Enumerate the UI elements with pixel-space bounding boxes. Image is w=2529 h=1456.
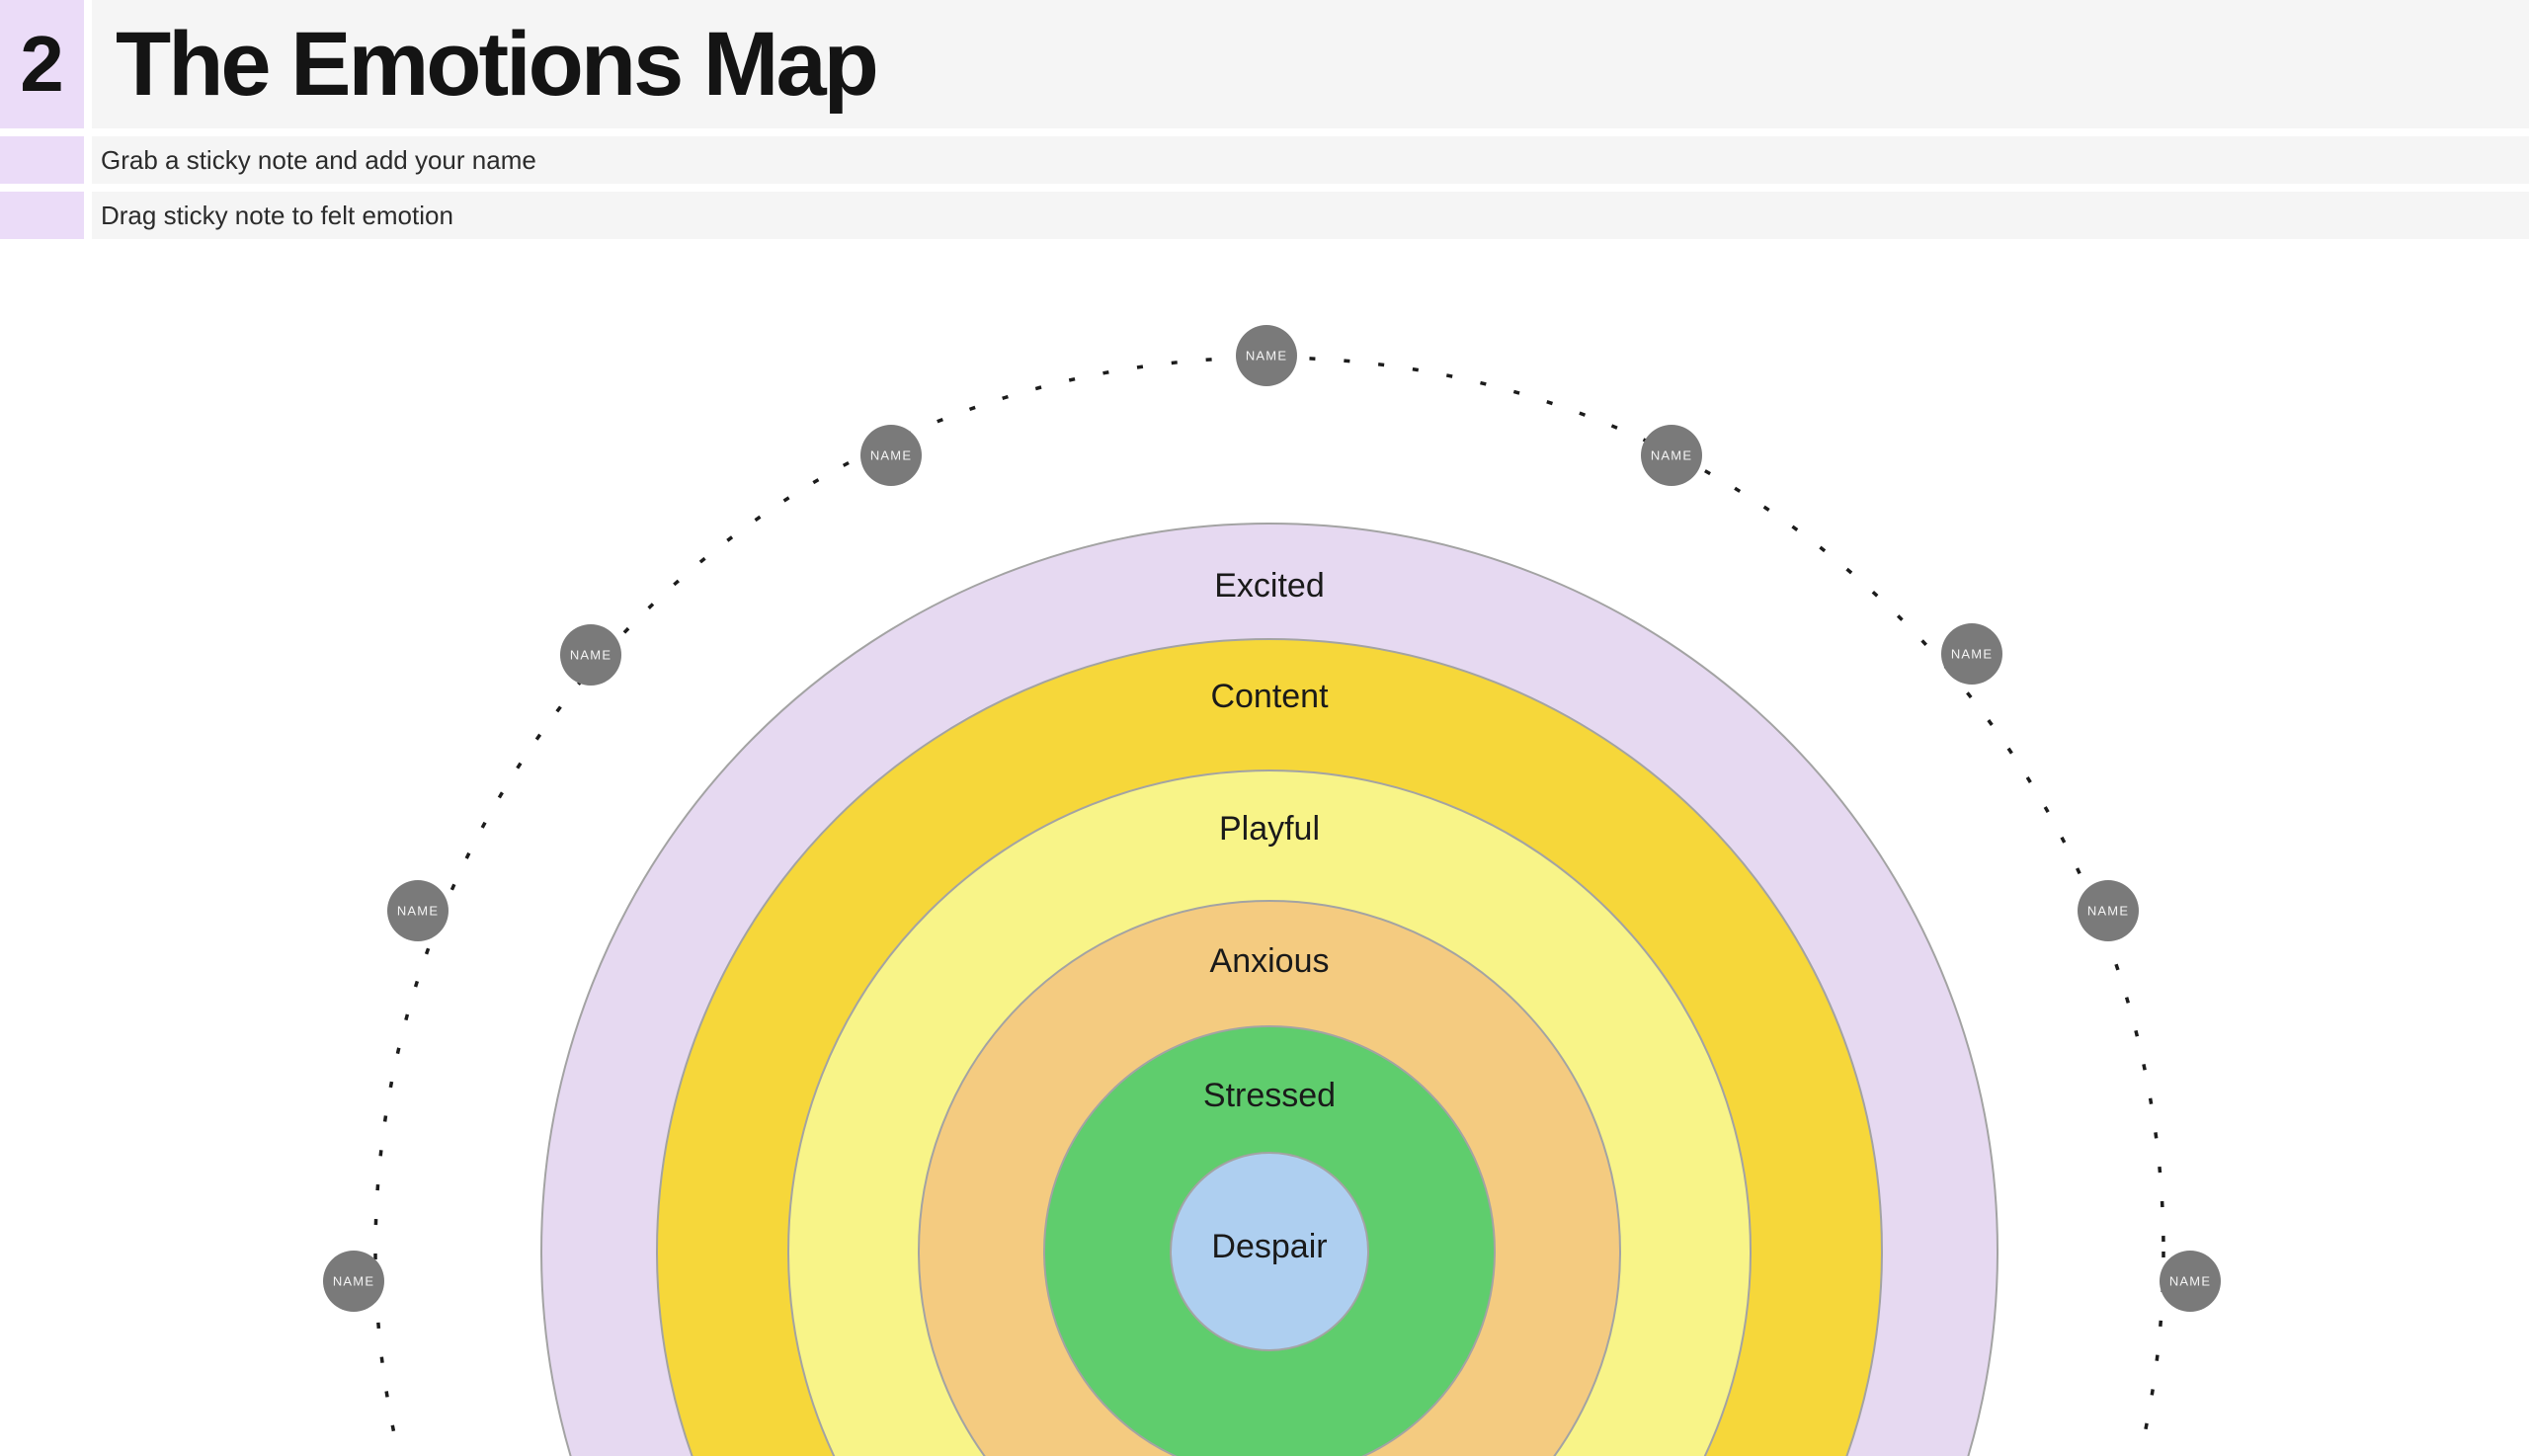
sticky-note-label: NAME [570,648,612,663]
sticky-note-label: NAME [1651,448,1692,463]
ring-label-despair: Despair [1211,1228,1327,1265]
ring-despair[interactable] [1170,1152,1369,1351]
ring-label-stressed: Stressed [1203,1077,1336,1114]
sticky-note[interactable]: NAME [323,1251,384,1312]
step-number-box: 2 [0,0,84,128]
ring-label-playful: Playful [1219,810,1320,848]
page-title: The Emotions Map [116,13,879,115]
sticky-note-label: NAME [870,448,912,463]
sticky-guide-dotted-circle [373,356,2165,1456]
instruction-chip-2 [0,192,84,239]
title-bar: The Emotions Map [92,0,2529,128]
sticky-note-label: NAME [333,1274,374,1289]
sticky-note-label: NAME [2169,1274,2211,1289]
instruction-row-1: Grab a sticky note and add your name [0,136,2529,184]
instruction-bar-1: Grab a sticky note and add your name [92,136,2529,184]
sticky-note[interactable]: NAME [387,880,449,941]
instruction-chip-1 [0,136,84,184]
instruction-bar-2: Drag sticky note to felt emotion [92,192,2529,239]
sticky-note[interactable]: NAME [860,425,922,486]
ring-label-anxious: Anxious [1210,942,1330,980]
sticky-note[interactable]: NAME [1941,623,2002,685]
ring-label-excited: Excited [1214,567,1325,605]
sticky-note-label: NAME [397,904,439,919]
instruction-text-1: Grab a sticky note and add your name [101,144,536,175]
sticky-note-label: NAME [1951,647,1993,662]
sticky-note[interactable]: NAME [1236,325,1297,386]
ring-label-content: Content [1210,678,1329,715]
sticky-note-label: NAME [2087,904,2129,919]
sticky-note[interactable]: NAME [1641,425,1702,486]
instruction-row-2: Drag sticky note to felt emotion [0,192,2529,239]
step-number: 2 [20,20,64,108]
sticky-note[interactable]: NAME [2078,880,2139,941]
header: 2 The Emotions Map [0,0,2529,128]
sticky-note[interactable]: NAME [2160,1251,2221,1312]
instruction-text-2: Drag sticky note to felt emotion [101,200,453,230]
sticky-note-label: NAME [1246,349,1287,364]
sticky-note[interactable]: NAME [560,624,621,686]
